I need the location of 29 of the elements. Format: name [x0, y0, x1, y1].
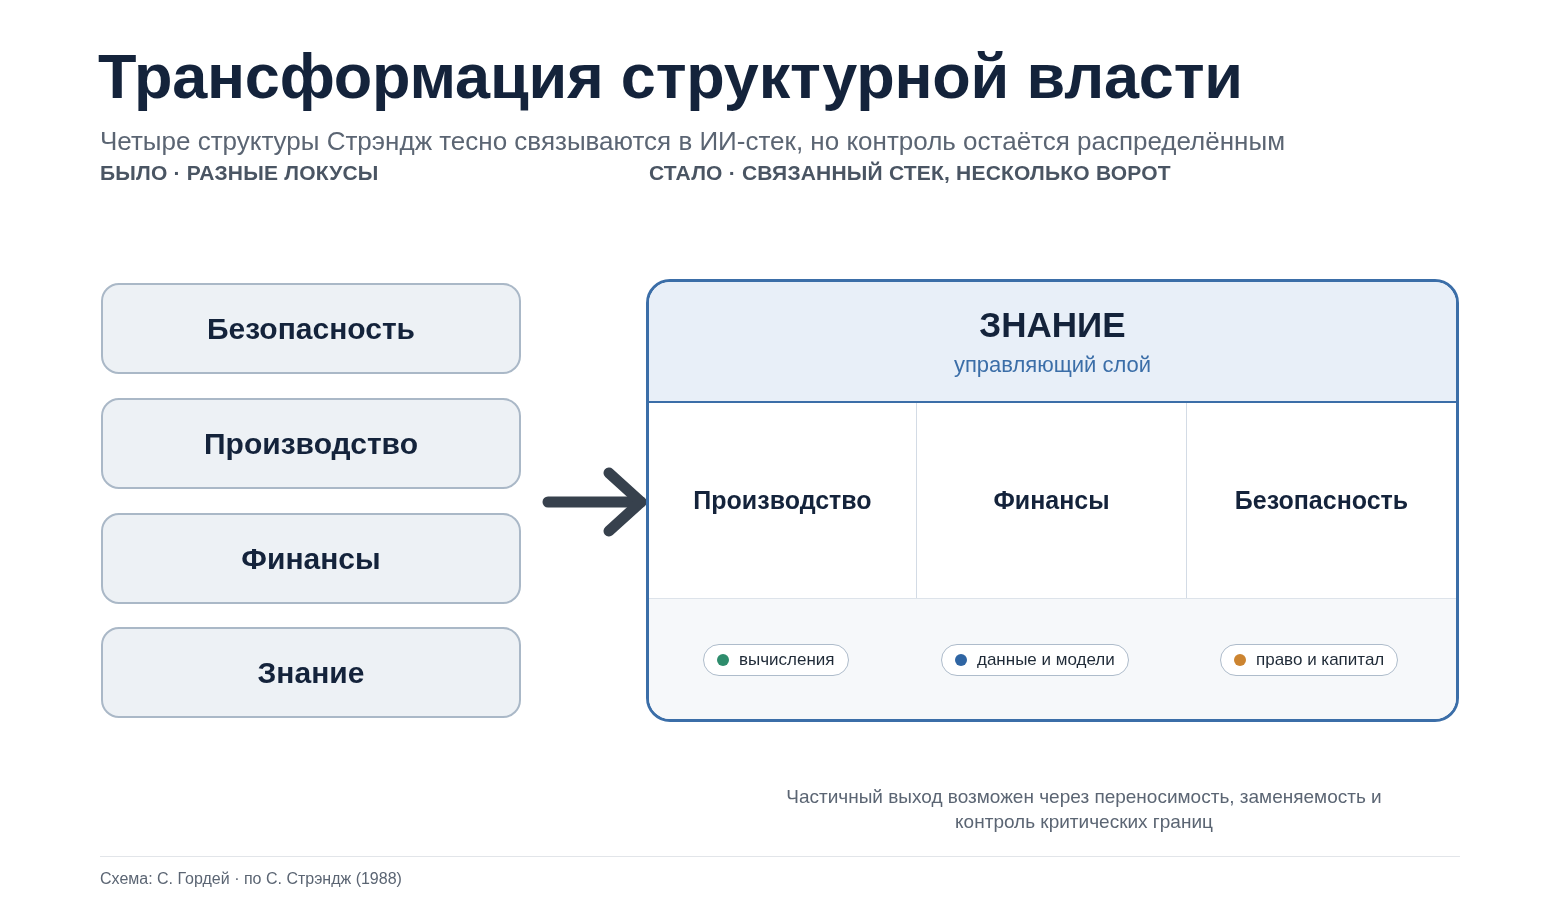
cell-label: Финансы [993, 486, 1110, 515]
box-label: Производство [204, 426, 418, 461]
tag-band [649, 598, 1456, 719]
tag-pill [941, 644, 1129, 676]
footer-credit: Схема: С. Гордей · по С. Стрэндж (1988) [100, 869, 402, 889]
box-label: Знание [257, 655, 365, 690]
box-label: Безопасность [206, 311, 416, 346]
header-band [649, 282, 1456, 403]
section-label: СТАЛО · СВЯЗАННЫЙ СТЕК, НЕСКОЛЬКО ВОРОТ [649, 160, 1171, 186]
subtitle: Четыре структуры Стрэндж тесно связываются в ИИ-стек, но контроль остаётся распределённым [100, 126, 1286, 158]
note-text: Частичный выход возможен через переносимость, заменяемость и контроль критических границ [785, 785, 1383, 834]
category-box [101, 627, 521, 718]
category-box [101, 513, 521, 604]
tag-label: право и капитал [1256, 650, 1385, 670]
stack-panel [646, 279, 1459, 722]
category-box [101, 283, 521, 374]
cell-label: Производство [693, 486, 872, 515]
tag-label: данные и модели [977, 650, 1115, 670]
tag-pill [703, 644, 849, 676]
box-label: Финансы [241, 541, 381, 576]
cell-label: Безопасность [1234, 486, 1409, 515]
tag-pill [1220, 644, 1399, 676]
category-box [101, 398, 521, 489]
layer-subtitle: управляющий слой [953, 352, 1152, 378]
layer-title: ЗНАНИЕ [979, 305, 1126, 345]
tag-label: вычисления [739, 650, 835, 670]
section-label: БЫЛО · РАЗНЫЕ ЛОКУСЫ [100, 160, 379, 186]
arrow [542, 467, 647, 537]
page-title: Трансформация структурной власти [98, 42, 1243, 112]
